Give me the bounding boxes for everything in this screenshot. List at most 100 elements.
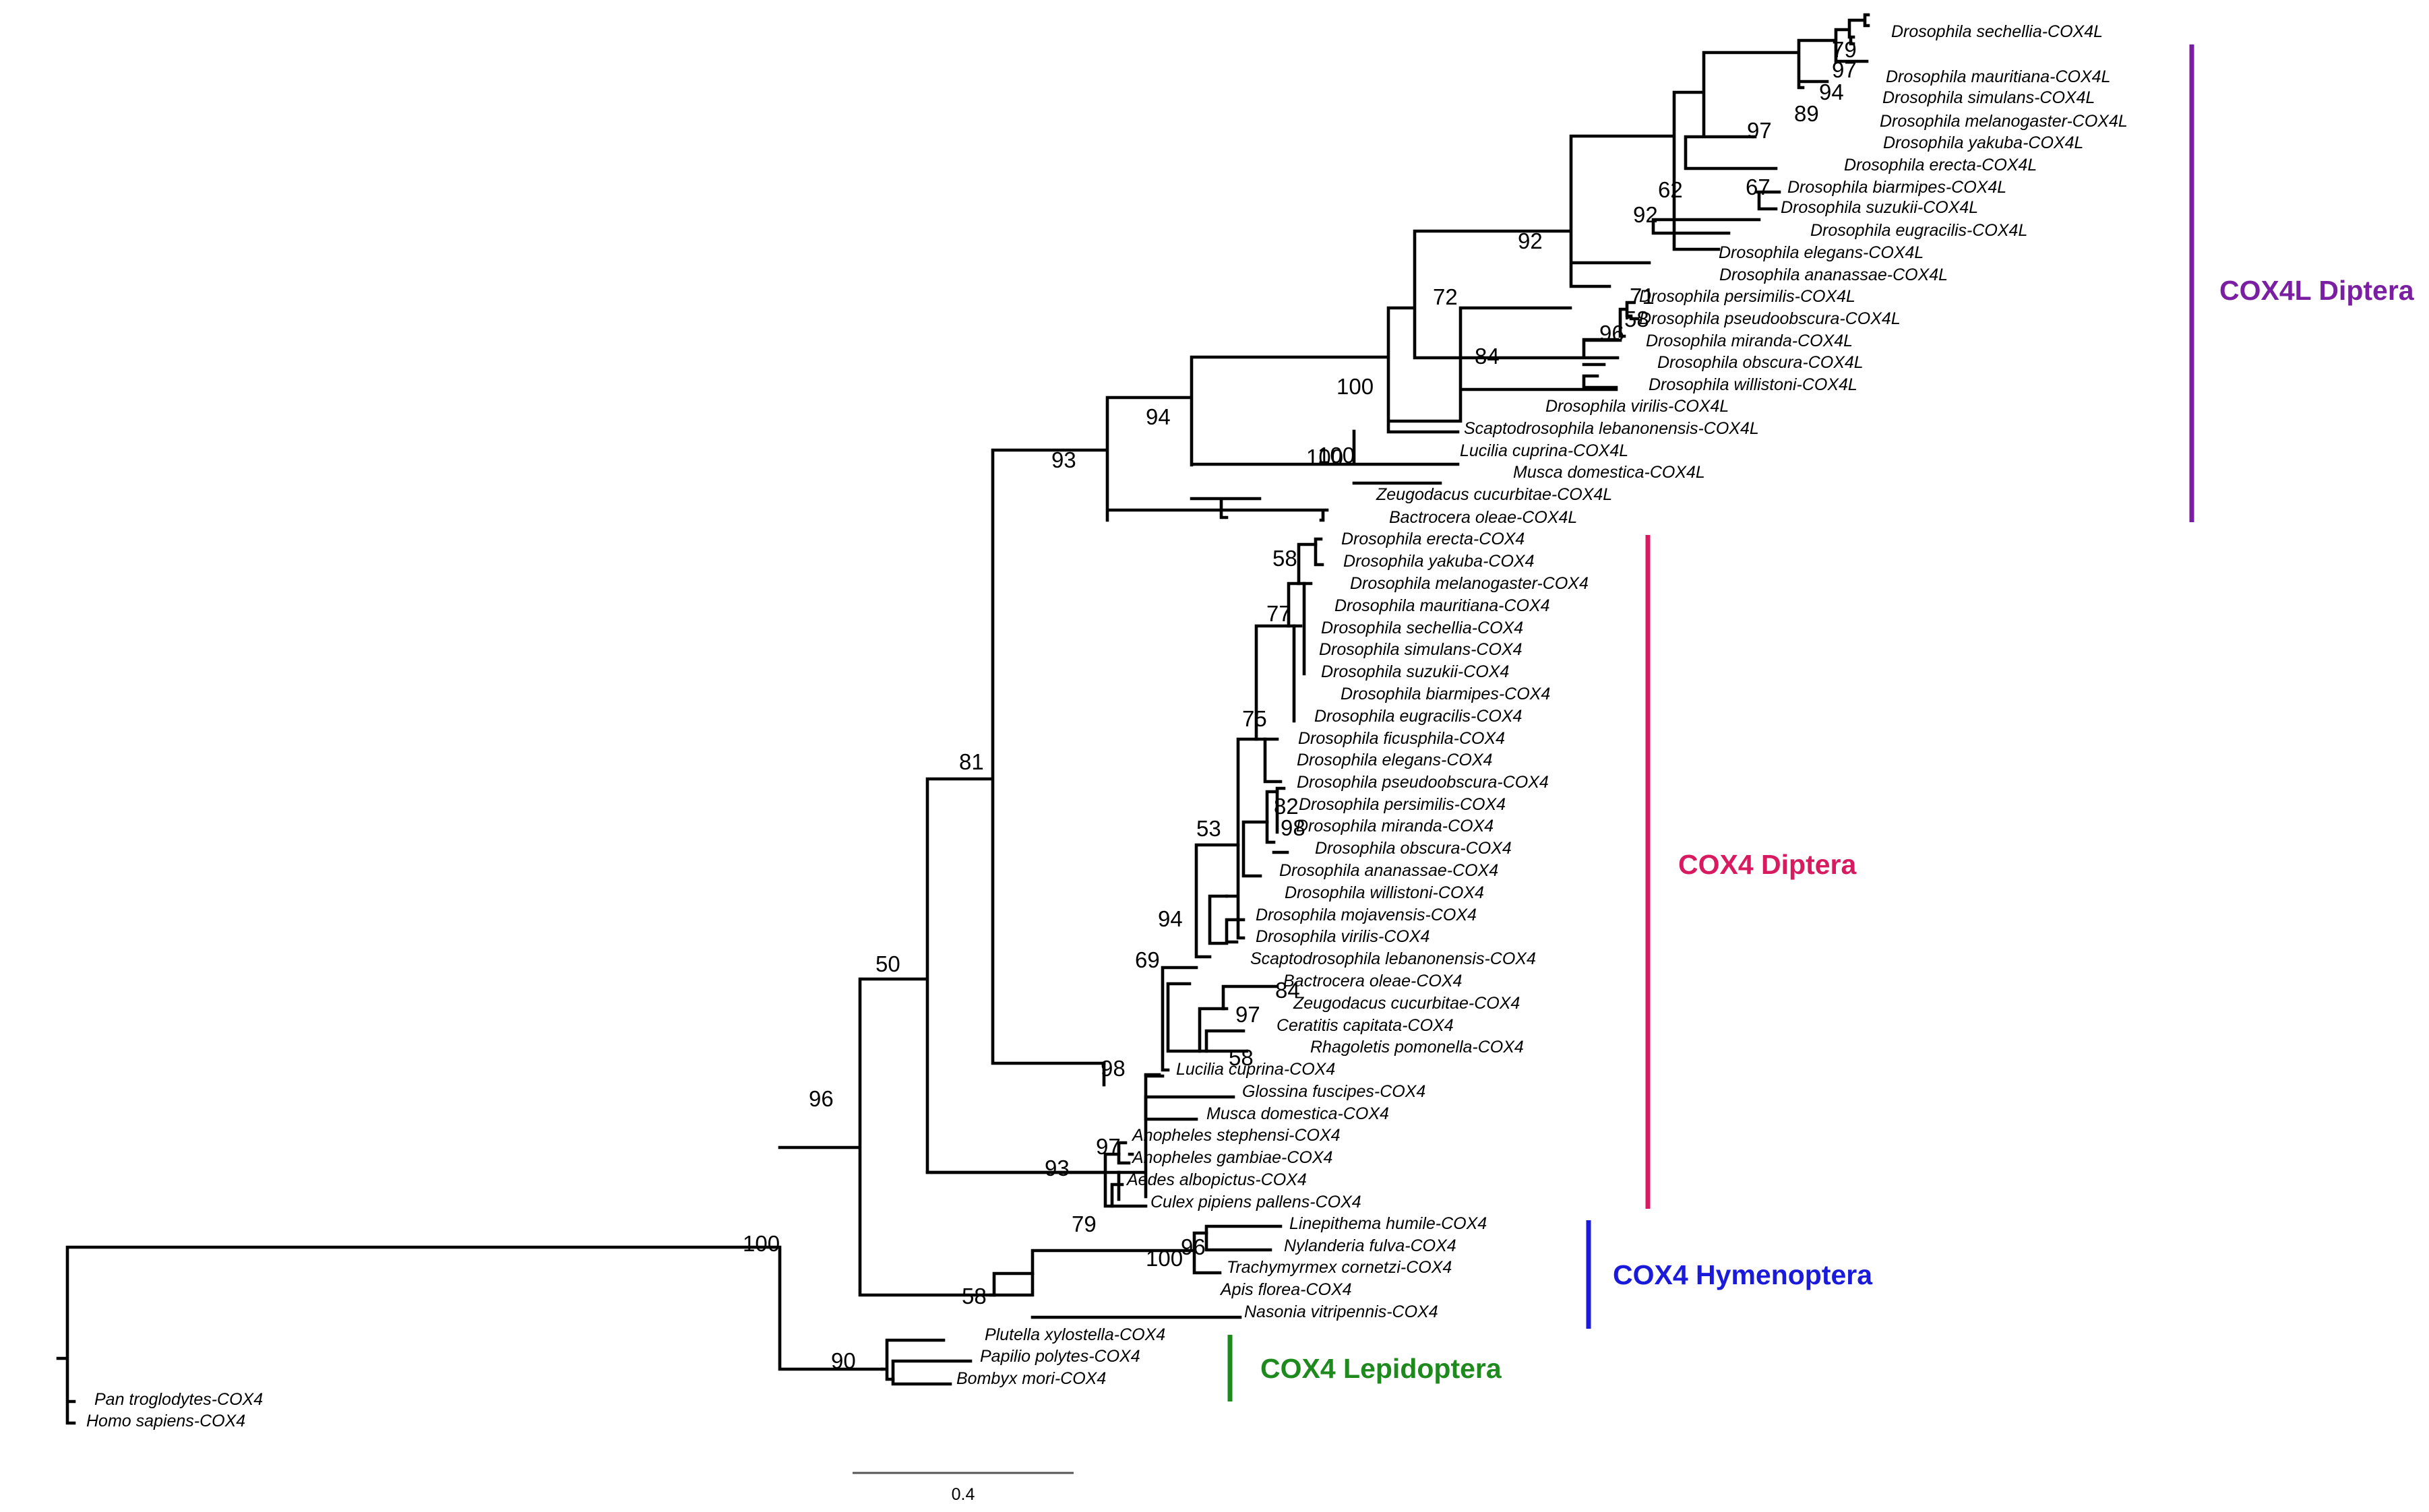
tree-branch xyxy=(1225,894,1246,944)
support-value: 58 xyxy=(1272,546,1297,571)
taxon-label: Drosophila eugracilis-COX4 xyxy=(1314,707,1522,726)
support-value: 50 xyxy=(875,951,900,976)
tree-branch xyxy=(1241,820,1269,878)
taxon-label: Drosophila virilis-COX4 xyxy=(1256,927,1429,946)
taxon-label: Drosophila biarmipes-COX4 xyxy=(1341,685,1550,703)
taxon-label: Drosophila suzukii-COX4L xyxy=(1781,198,1978,217)
support-value: 93 xyxy=(1051,447,1076,472)
taxon-label: Drosophila miranda-COX4 xyxy=(1296,817,1494,836)
taxon-label: Drosophila pseudoobscura-COX4 xyxy=(1297,773,1549,792)
taxon-label: Drosophila yakuba-COX4 xyxy=(1343,552,1534,571)
taxon-label: Drosophila simulans-COX4 xyxy=(1319,640,1523,659)
support-value: 79 xyxy=(1832,37,1857,62)
tree-branch xyxy=(1166,982,1202,1053)
support-value: 58 xyxy=(962,1284,987,1309)
taxon-label: Drosophila sechellia-COX4 xyxy=(1321,619,1523,637)
taxon-label: Drosophila biarmipes-COX4L xyxy=(1787,178,2006,197)
clade-label-cox4-lepidoptera: COX4 Lepidoptera xyxy=(1260,1353,1502,1384)
tree-branch xyxy=(1117,1141,1131,1165)
taxon-label: Scaptodrosophila lebanonensis-COX4 xyxy=(1250,949,1536,968)
taxon-label: Drosophila elegans-COX4 xyxy=(1297,751,1492,769)
support-value: 69 xyxy=(1135,947,1160,972)
support-value: 62 xyxy=(1658,177,1683,202)
support-value: 97 xyxy=(1235,1002,1260,1027)
taxon-label: Zeugodacus cucurbitae-COX4L xyxy=(1376,485,1612,504)
support-value: 97 xyxy=(1096,1134,1121,1159)
tree-branch xyxy=(1144,1073,1235,1121)
support-value: 94 xyxy=(1146,404,1171,429)
support-value: 79 xyxy=(1072,1211,1097,1236)
tree-branch xyxy=(1314,537,1324,567)
taxon-label: Drosophila willistoni-COX4L xyxy=(1649,375,1857,394)
tree-branch xyxy=(1194,843,1240,959)
tree-branch xyxy=(992,1249,1196,1297)
tree-branch xyxy=(1161,966,1198,1072)
clade-label-cox4-diptera: COX4 Diptera xyxy=(1678,849,1857,880)
support-value: 100 xyxy=(1336,374,1374,399)
tree-branch xyxy=(989,1271,1035,1297)
taxon-label: Drosophila pseudoobscura-COX4L xyxy=(1639,309,1901,328)
support-value: 93 xyxy=(1045,1156,1070,1180)
tree-branch xyxy=(1110,1183,1148,1208)
taxon-label: Rhagoletis pomonella-COX4 xyxy=(1310,1038,1524,1057)
tree-branch xyxy=(1275,786,1286,834)
taxon-label: Drosophila erecta-COX4 xyxy=(1341,530,1525,548)
taxon-label: Bombyx mori-COX4 xyxy=(956,1369,1106,1388)
taxon-label: Drosophila ananassae-COX4 xyxy=(1279,861,1498,880)
taxon-label: Drosophila mauritiana-COX4L xyxy=(1886,67,2110,86)
taxon-label: Anopheles gambiae-COX4 xyxy=(1131,1148,1332,1167)
tree-branch xyxy=(1204,1224,1283,1252)
support-value: 96 xyxy=(809,1086,834,1111)
support-value: 96 xyxy=(1181,1234,1206,1259)
tree-branch xyxy=(880,1338,946,1381)
support-value: 75 xyxy=(1242,706,1267,731)
taxon-label: Drosophila miranda-COX4L xyxy=(1646,332,1853,350)
taxon-label: Drosophila eugracilis-COX4L xyxy=(1810,221,2027,240)
taxon-label: Zeugodacus cucurbitae-COX4 xyxy=(1293,994,1520,1013)
support-value: 97 xyxy=(1832,57,1857,82)
taxon-label: Drosophila ananassae-COX4L xyxy=(1719,265,1948,284)
taxon-label: Glossina fuscipes-COX4 xyxy=(1242,1082,1425,1101)
support-value: 98 xyxy=(1281,815,1305,840)
taxon-label: Anopheles stephensi-COX4 xyxy=(1131,1126,1341,1145)
taxon-label: Drosophila sechellia-COX4L xyxy=(1891,22,2103,41)
taxon-label: Drosophila melanogaster-COX4 xyxy=(1350,574,1589,593)
support-value: 98 xyxy=(1101,1056,1126,1081)
taxon-label: Drosophila melanogaster-COX4L xyxy=(1880,112,2128,131)
taxon-label: Bactrocera oleae-COX4 xyxy=(1283,972,1462,990)
taxon-label: Musca domestica-COX4 xyxy=(1206,1104,1389,1123)
support-value: 58 xyxy=(1229,1045,1254,1070)
taxon-label: Lucilia cuprina-COX4L xyxy=(1460,441,1628,460)
taxon-label: Nylanderia fulva-COX4 xyxy=(1284,1236,1456,1255)
support-value: 81 xyxy=(959,749,984,774)
taxon-label: Drosophila elegans-COX4L xyxy=(1719,243,1924,262)
taxon-label: Drosophila suzukii-COX4 xyxy=(1321,662,1509,681)
support-value: 94 xyxy=(1819,80,1844,104)
tree-branch xyxy=(1292,624,1303,723)
tree-branch xyxy=(1265,790,1279,844)
tree-branch xyxy=(1192,1231,1222,1275)
support-value: 94 xyxy=(1158,906,1183,931)
tree-branch xyxy=(891,1359,973,1386)
taxon-label: Nasonia vitripennis-COX4 xyxy=(1244,1302,1438,1321)
support-value: 92 xyxy=(1518,228,1543,253)
taxon-label: Drosophila ficusphila-COX4 xyxy=(1298,729,1505,748)
taxon-label: Plutella xylostella-COX4 xyxy=(985,1325,1165,1344)
support-values: 7997948997676292927158968472100100941009… xyxy=(743,37,1857,1373)
taxon-label: Drosophila persimilis-COX4 xyxy=(1299,795,1506,814)
tree-branch xyxy=(1208,894,1229,945)
taxon-label: Drosophila willistoni-COX4 xyxy=(1285,883,1484,902)
taxon-label: Drosophila erecta-COX4L xyxy=(1844,156,2037,175)
taxon-label: Homo sapiens-COX4 xyxy=(86,1412,245,1430)
taxon-label: Drosophila persimilis-COX4L xyxy=(1639,287,1855,306)
taxon-label: Aedes albopictus-COX4 xyxy=(1126,1170,1307,1189)
taxon-label: Drosophila virilis-COX4L xyxy=(1545,397,1729,416)
taxon-label: Papilio polytes-COX4 xyxy=(980,1347,1140,1366)
support-value: 96 xyxy=(1599,321,1624,346)
taxon-label: Drosophila obscura-COX4 xyxy=(1315,839,1512,858)
taxon-label: Drosophila mauritiana-COX4 xyxy=(1334,596,1550,615)
support-value: 92 xyxy=(1633,202,1658,227)
tree-branch xyxy=(1297,542,1318,586)
support-value: 90 xyxy=(831,1348,856,1373)
support-value: 58 xyxy=(1624,307,1649,332)
